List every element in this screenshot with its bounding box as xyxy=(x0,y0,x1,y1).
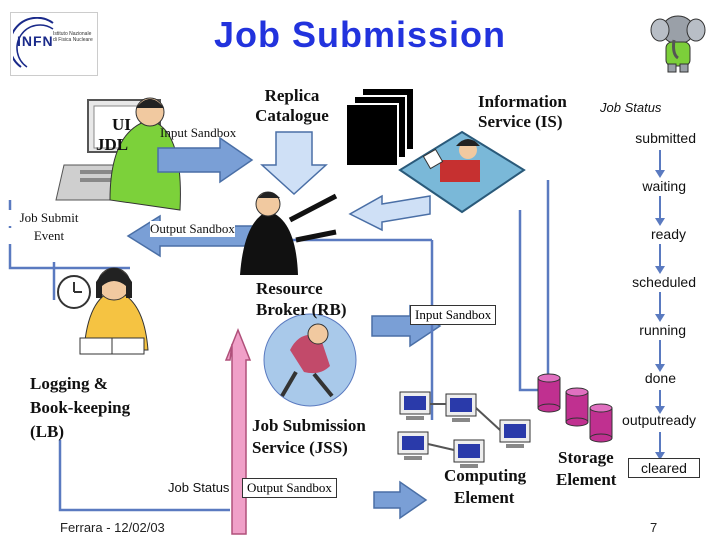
computing-element-label-1: Computing xyxy=(444,466,527,485)
storage-element-icon xyxy=(537,373,613,443)
jss-label-2: Service (JSS) xyxy=(252,438,348,457)
output-sandbox-mid-label: Output Sandbox xyxy=(150,221,235,237)
infn-logo-subtitle: Istituto Nazionale di Fisica Nucleare xyxy=(53,31,93,43)
replica-catalogue-label-1: Replica xyxy=(264,86,320,105)
status-ready: ready xyxy=(650,226,686,242)
infn-arcs-icon xyxy=(13,17,54,68)
status-scheduled: scheduled xyxy=(632,274,696,290)
logging-label-2: Book-keeping xyxy=(30,398,131,417)
ui-label: UI xyxy=(112,115,131,134)
status-cleared: cleared xyxy=(628,458,700,478)
replica-catalogue-label-2: Catalogue xyxy=(255,106,329,125)
status-submitted: submitted xyxy=(635,130,696,146)
information-service-icon xyxy=(398,130,526,214)
status-waiting: waiting xyxy=(642,178,686,194)
resource-broker-label-1: Resource xyxy=(256,279,323,298)
resource-broker-icon xyxy=(240,191,338,275)
job-submit-event-label-2: Event xyxy=(8,228,90,244)
input-sandbox-ce-label: Input Sandbox xyxy=(410,305,497,325)
job-status-title: Job Status xyxy=(600,100,662,115)
information-service-label-1: Information xyxy=(478,92,567,111)
storage-element-label-1: Storage xyxy=(558,448,614,467)
job-submit-event-label-1: Job Submit xyxy=(8,210,90,226)
job-submission-service-icon xyxy=(263,313,357,407)
status-running: running xyxy=(639,322,686,338)
resource-broker-label-2: Broker (RB) xyxy=(256,300,347,319)
computing-element-icon xyxy=(397,391,531,468)
information-service-label-2: Service (IS) xyxy=(478,112,563,131)
slide-title: Job Submission xyxy=(213,14,507,55)
footer-date: Ferrara - 12/02/03 xyxy=(60,520,165,535)
ui-user-icon xyxy=(109,97,181,211)
computing-element-label-2: Element xyxy=(454,488,515,507)
jdl-label: JDL xyxy=(96,135,129,154)
logging-label-1: Logging & xyxy=(30,374,108,393)
replica-catalogue-icon xyxy=(345,87,415,167)
elephant-mascot-icon xyxy=(650,15,706,73)
page-number: 7 xyxy=(650,520,658,535)
storage-element-label-2: Element xyxy=(556,470,617,489)
logging-bookkeeping-icon xyxy=(57,267,149,355)
input-sandbox-top-label: Input Sandbox xyxy=(160,125,237,140)
infn-logo: INFN Istituto Nazionale di Fisica Nuclea… xyxy=(10,12,98,76)
pink-arrow xyxy=(224,327,252,535)
job-status-arrowheads xyxy=(655,170,665,460)
logging-label-3: (LB) xyxy=(30,422,64,441)
job-status-bottom-label: Job Status xyxy=(168,480,230,495)
infn-logo-text: INFN xyxy=(17,33,54,49)
status-done: done xyxy=(644,370,676,386)
jss-label-1: Job Submission xyxy=(252,416,366,435)
output-sandbox-bottom-label: Output Sandbox xyxy=(242,478,337,498)
status-outputready: outputready xyxy=(622,412,696,428)
